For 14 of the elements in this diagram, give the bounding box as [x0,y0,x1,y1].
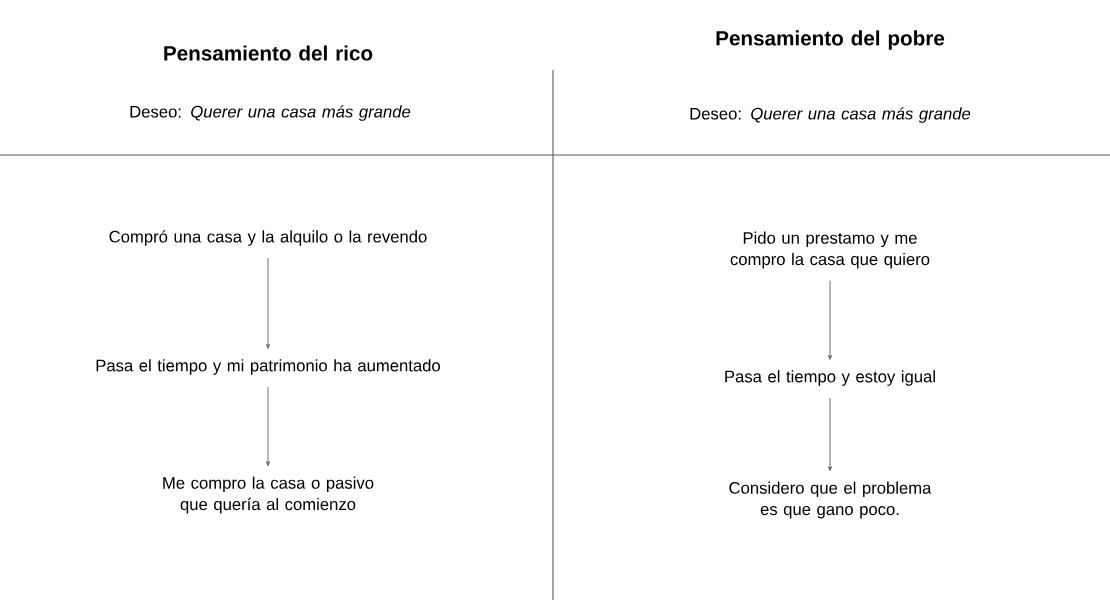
step-text: Me compro la casa o pasivo que quería al comienzo [163,476,374,514]
column-heading: Pensamiento del pobre [716,30,945,50]
step-text: Pasa el tiempo y estoy igual [725,370,935,386]
step-text: Considero que el problema es que gano poco. [729,481,932,519]
arrow [265,257,271,349]
arrow [827,280,833,360]
arrow [265,386,271,467]
arrow [827,397,833,472]
step-text: Pasa el tiempo y mi patrimonio ha aumentado [96,359,440,375]
wish-text: Deseo: Querer una casa más grande [690,107,971,123]
column-heading: Pensamiento del rico [164,45,373,61]
step-text: Pido un prestamo y me compro la casa que quiero [730,231,930,269]
step-text: Compró una casa y la alquilo o la revendo [109,230,427,246]
wish-text: Deseo: Querer una casa más grande [130,105,411,121]
